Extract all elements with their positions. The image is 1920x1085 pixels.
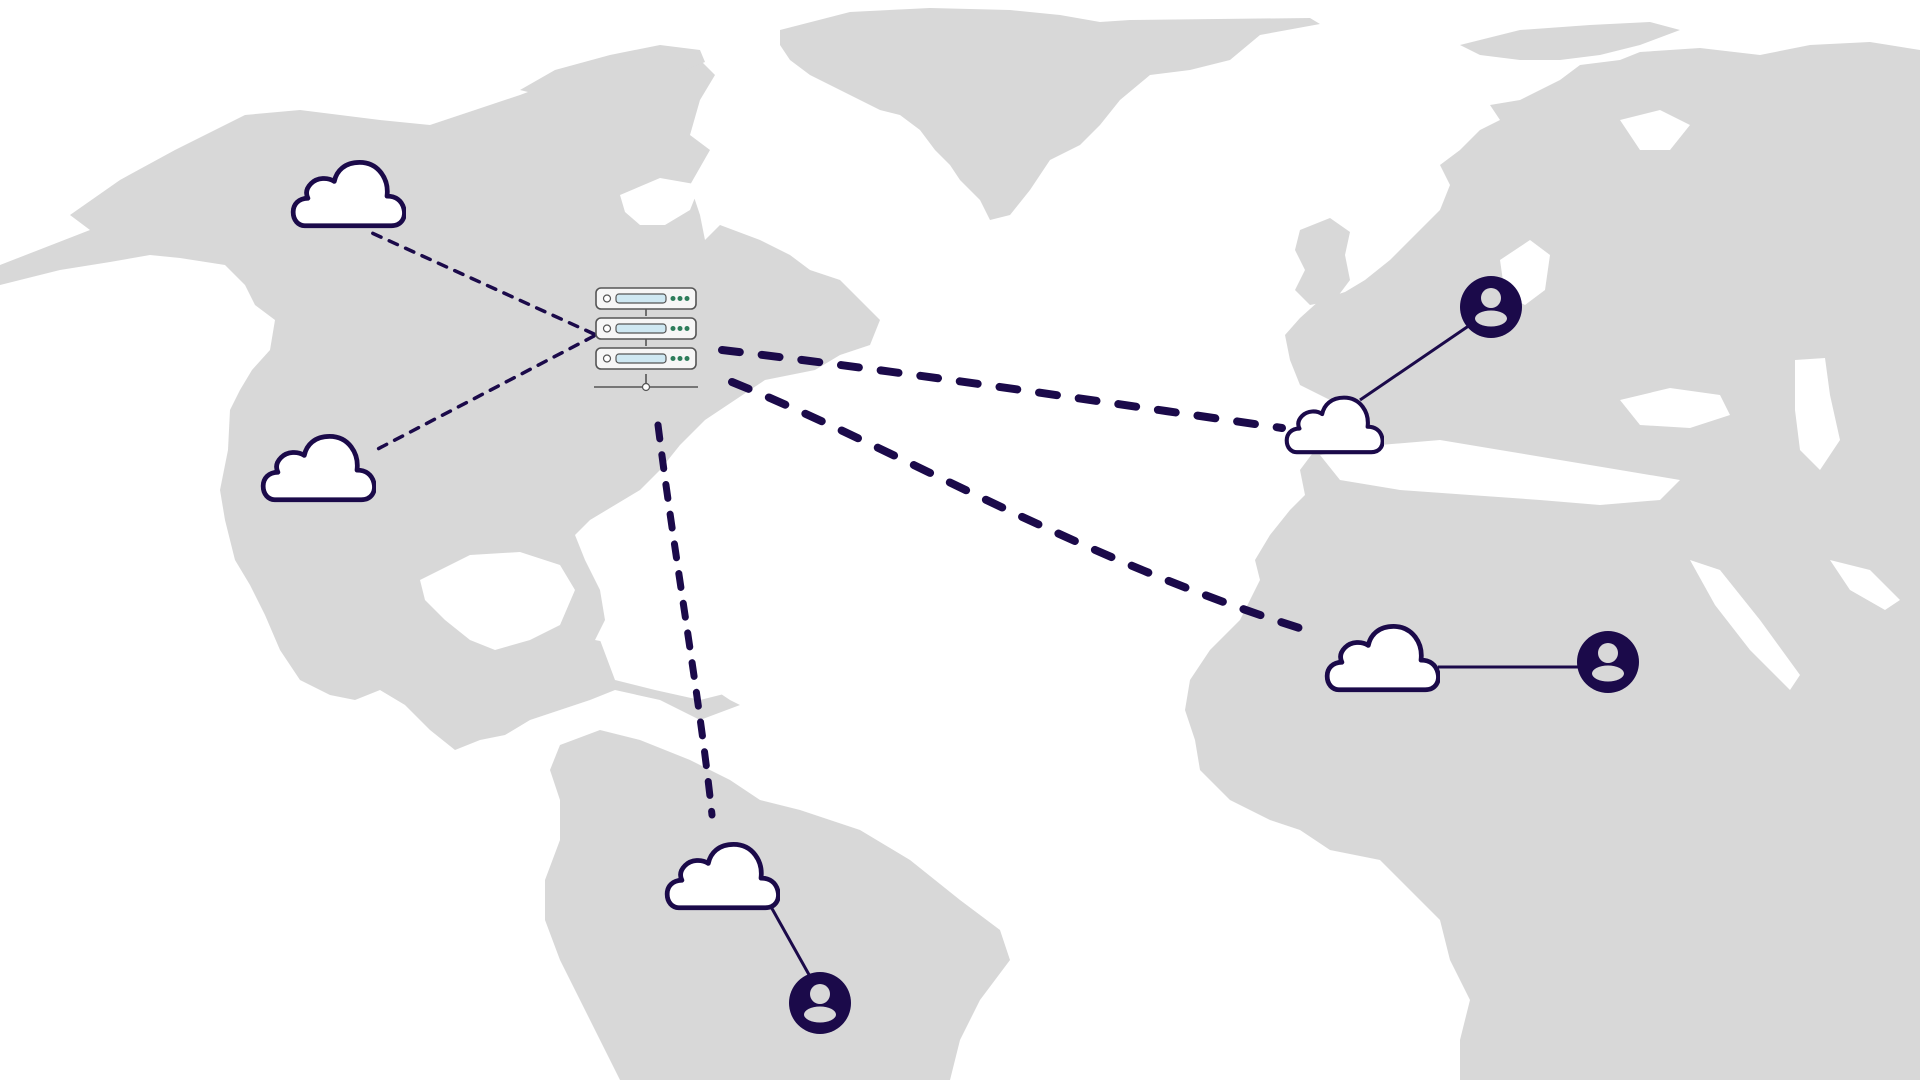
link-cloud-south-america-user-south-america bbox=[768, 904, 814, 981]
mediterranean-sea bbox=[1320, 440, 1680, 505]
server-rack-icon bbox=[594, 287, 698, 392]
link-cloud-europe-user-europe bbox=[1359, 323, 1471, 402]
land-eurasia bbox=[1185, 42, 1920, 1080]
server-unit-top bbox=[595, 287, 697, 310]
persian-gulf bbox=[1830, 560, 1900, 610]
land-arctic-europe bbox=[1460, 22, 1680, 60]
link-server-cloud-south-america bbox=[654, 421, 716, 819]
white-sea bbox=[1620, 110, 1690, 150]
link-server-cloud-northwest bbox=[370, 231, 596, 336]
gulf-of-mexico bbox=[420, 552, 575, 650]
hudson-bay bbox=[620, 178, 700, 225]
land-north-america bbox=[0, 55, 880, 750]
land-greenland bbox=[780, 8, 1320, 220]
caribbean-sea bbox=[600, 640, 740, 700]
landmasses bbox=[0, 8, 1920, 1080]
land-northern-europe bbox=[1440, 118, 1610, 245]
red-sea bbox=[1690, 560, 1800, 690]
land-arctic-islands bbox=[520, 45, 705, 100]
user-icon bbox=[1460, 276, 1522, 338]
user-links bbox=[768, 323, 1580, 981]
land-south-america bbox=[545, 730, 1010, 1080]
link-server-cloud-africa bbox=[728, 378, 1316, 636]
server-links bbox=[370, 231, 1316, 819]
server-unit-middle bbox=[595, 317, 697, 340]
black-sea bbox=[1620, 388, 1730, 428]
link-server-cloud-europe bbox=[718, 346, 1286, 432]
caspian-sea bbox=[1795, 358, 1840, 470]
link-server-cloud-west bbox=[370, 334, 596, 454]
user-icon bbox=[1577, 631, 1639, 693]
server-unit-bottom bbox=[595, 347, 697, 370]
land-britain bbox=[1295, 218, 1350, 305]
user-icon bbox=[789, 972, 851, 1034]
